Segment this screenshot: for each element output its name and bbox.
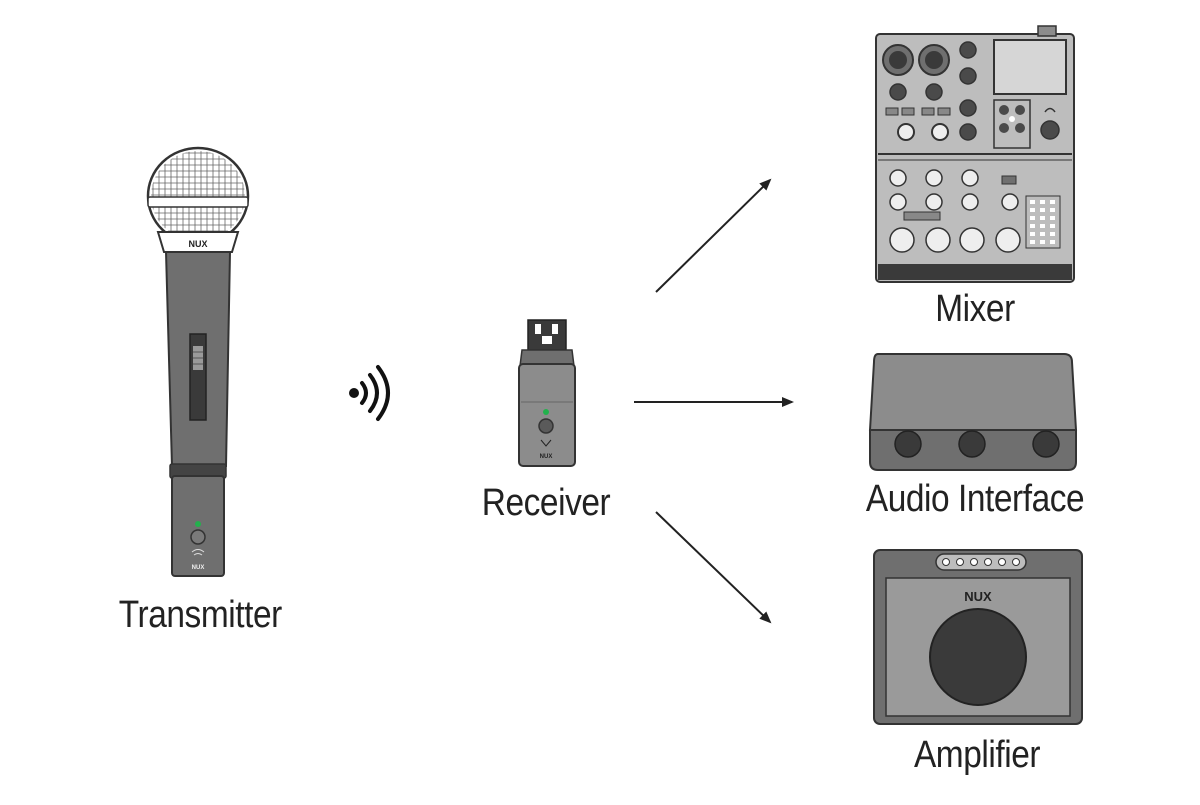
receiver-led [543, 409, 549, 415]
headphones-icon [1044, 107, 1056, 113]
transmitter-wifi-icon [191, 549, 205, 556]
amplifier-speaker [929, 608, 1027, 706]
audio-interface-label: Audio Interface [865, 478, 1085, 520]
transmitter-logo: NUX [192, 565, 205, 571]
transmitter-button [190, 529, 206, 545]
receiver-body [518, 363, 576, 467]
amplifier-logo: NUX [964, 589, 992, 604]
receiver-logo: NUX [540, 454, 553, 460]
microphone-transmitter: NUX NUX [146, 146, 250, 577]
mixer-device [875, 25, 1075, 283]
arrow-to-mixer [655, 178, 772, 293]
mixer-label: Mixer [935, 288, 1015, 330]
receiver-device: NUX [518, 319, 576, 467]
microphone-logo: NUX [188, 239, 207, 249]
receiver-label: Receiver [481, 482, 611, 524]
wireless-signal-icon [349, 365, 390, 421]
receiver-button [538, 418, 554, 434]
transmitter-led [195, 521, 201, 527]
transmitter-label: Transmitter [118, 594, 282, 636]
arrow-to-amplifier [655, 511, 772, 624]
amplifier-label: Amplifier [913, 734, 1041, 776]
audio-interface-device [868, 353, 1078, 471]
amplifier-device: NUX [873, 549, 1083, 725]
